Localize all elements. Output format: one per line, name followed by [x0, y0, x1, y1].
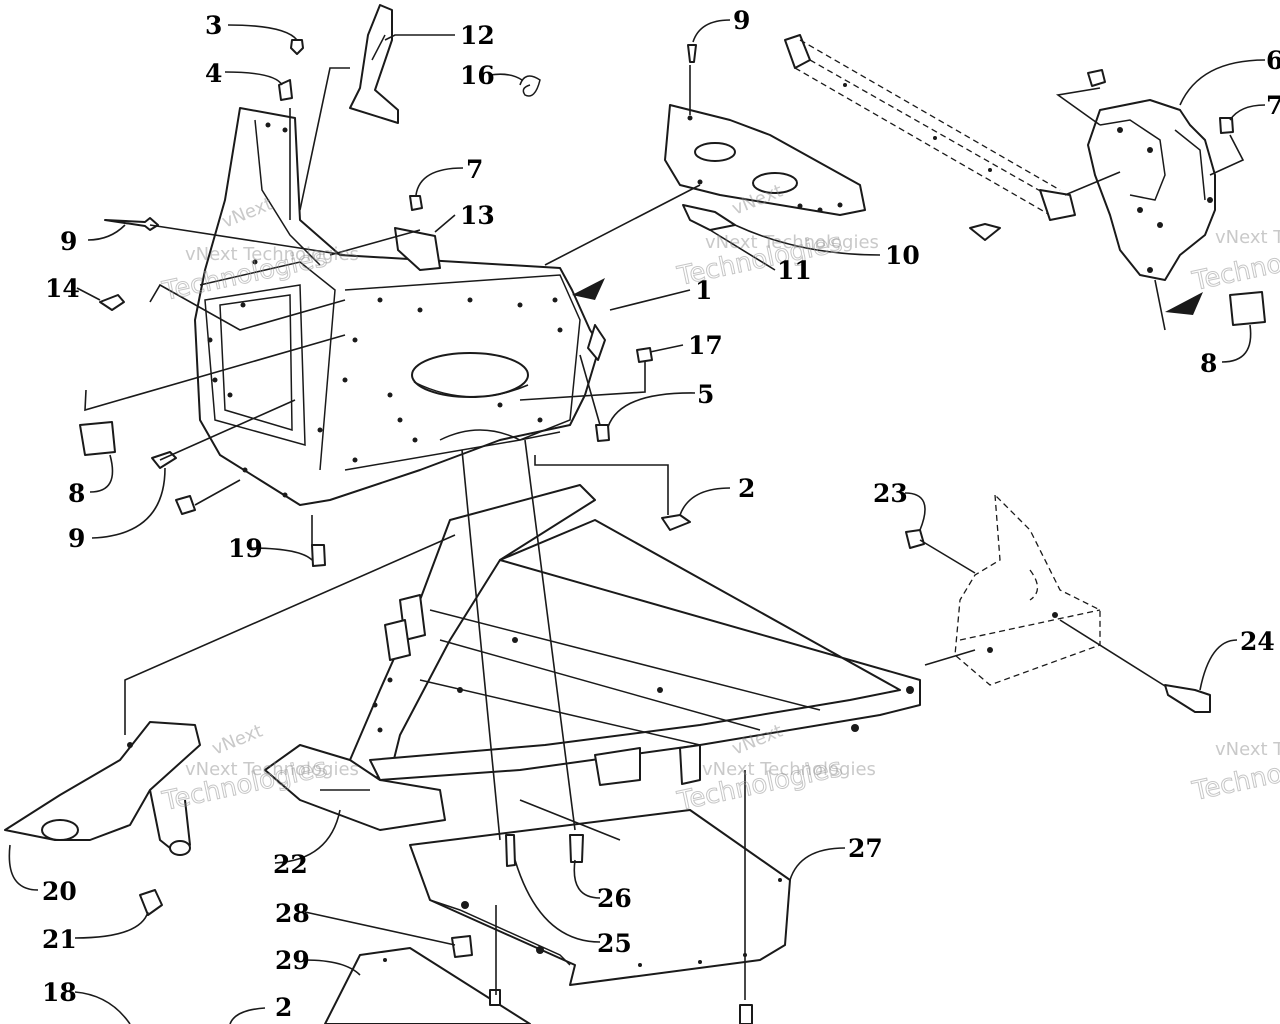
callout-1: 1: [695, 276, 712, 305]
main-frame: [349, 484, 921, 786]
direction-arrows: [572, 278, 1203, 315]
callout-11: 11: [777, 256, 812, 285]
callout-4: 4: [205, 59, 222, 88]
front-bracket: [264, 744, 446, 831]
callout-2-bottom: 2: [275, 993, 292, 1022]
clip-11: [682, 204, 736, 231]
callout-19: 19: [228, 534, 263, 563]
lower-plate: [324, 947, 531, 1024]
callout-23: 23: [873, 479, 908, 508]
callout-9-bottom: 9: [68, 524, 85, 553]
callout-17: 17: [688, 331, 723, 360]
cross-bar: [784, 34, 1066, 216]
callout-leaders: [8, 19, 1266, 1024]
callout-18: 18: [42, 978, 77, 1007]
callout-7-right: 7: [1266, 91, 1280, 120]
callout-labels: 3 4 12 16 9 6 7 7 13 9 14 1 17 5 10 11 8…: [42, 6, 1280, 1022]
callout-8-left: 8: [68, 479, 85, 508]
callout-12: 12: [460, 21, 495, 50]
callout-8-right: 8: [1200, 349, 1217, 378]
callout-14: 14: [45, 274, 80, 303]
callout-22: 22: [273, 850, 308, 879]
left-spindle: [4, 721, 201, 856]
hardware: [79, 39, 1266, 1024]
callout-29: 29: [275, 946, 310, 975]
steering-bracket: [1039, 69, 1216, 281]
watermark-line: vNext Technologies: [1215, 227, 1280, 248]
callout-21: 21: [42, 925, 77, 954]
assembly-lines: [84, 65, 1245, 1000]
watermark-line: vNext Technologies: [705, 232, 879, 253]
callout-9-top: 9: [733, 6, 750, 35]
callout-6: 6: [1266, 46, 1280, 75]
top-plate: [664, 104, 866, 216]
callout-10: 10: [885, 241, 920, 270]
callout-13: 13: [460, 201, 495, 230]
callout-7: 7: [466, 155, 483, 184]
callout-26: 26: [597, 884, 632, 913]
callout-24: 24: [1240, 627, 1275, 656]
watermark-line: vNext Technologies: [702, 759, 876, 780]
watermark-line: vNext Technologies: [1215, 739, 1280, 760]
callout-16: 16: [460, 61, 495, 90]
callout-27: 27: [848, 834, 883, 863]
callout-28: 28: [275, 899, 310, 928]
callout-9-left: 9: [60, 227, 77, 256]
bulkhead-holes: [207, 122, 563, 498]
mirror-bracket: [349, 4, 399, 124]
watermark-line: vNext Technologies: [185, 759, 359, 780]
callout-25: 25: [597, 929, 632, 958]
watermark-line: vNext Technologies: [185, 244, 359, 265]
callout-2: 2: [738, 474, 755, 503]
callout-20: 20: [42, 877, 77, 906]
callout-5: 5: [697, 380, 714, 409]
callout-3: 3: [205, 11, 222, 40]
side-frame-dashed: [954, 493, 1101, 686]
front-bulkhead: [194, 107, 606, 506]
watermark-brand: vNext: [209, 720, 266, 759]
